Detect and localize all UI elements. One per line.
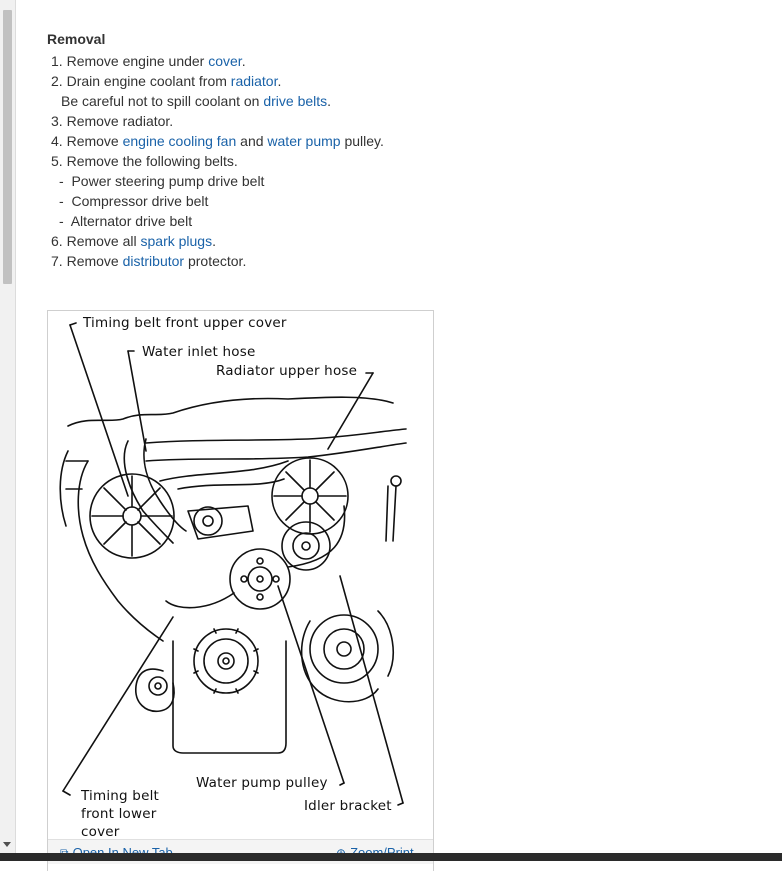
step-6: 6. Remove all spark plugs. bbox=[47, 231, 747, 251]
label-radiator-upper-hose: Radiator upper hose bbox=[216, 363, 358, 379]
label-timing-belt-upper-cover: Timing belt front upper cover bbox=[83, 315, 287, 331]
step-text: Drain engine coolant from bbox=[66, 73, 231, 89]
scrollbar-thumb[interactable] bbox=[3, 10, 12, 284]
link-distributor[interactable]: distributor bbox=[122, 253, 185, 269]
bottom-bar bbox=[0, 853, 782, 861]
label-timing-belt-lower-1: Timing belt bbox=[81, 788, 160, 804]
step-text-end: pulley. bbox=[340, 133, 384, 149]
step-7: 7. Remove distributor protector. bbox=[47, 251, 747, 271]
step-5: 5. Remove the following belts. bbox=[47, 151, 747, 171]
link-cover[interactable]: cover bbox=[208, 53, 242, 69]
step-number: 3. bbox=[51, 113, 63, 129]
note-text-end: . bbox=[327, 93, 332, 109]
belt-item-text: Alternator drive belt bbox=[70, 213, 193, 229]
link-engine-cooling-fan[interactable]: engine cooling fan bbox=[122, 133, 237, 149]
link-radiator[interactable]: radiator bbox=[230, 73, 278, 89]
belt-item: - Power steering pump drive belt bbox=[47, 171, 747, 191]
link-water-pump[interactable]: water pump bbox=[267, 133, 341, 149]
bullet-dash: - bbox=[59, 193, 64, 209]
step-text-middle: and bbox=[236, 133, 268, 149]
bullet-dash: - bbox=[59, 213, 64, 229]
scroll-down-arrow-icon[interactable] bbox=[3, 842, 11, 847]
step-text: Remove engine under bbox=[66, 53, 209, 69]
step-number: 5. bbox=[51, 153, 63, 169]
vertical-scrollbar[interactable] bbox=[0, 0, 16, 853]
step-2-note: Be careful not to spill coolant on drive… bbox=[47, 91, 747, 111]
link-spark-plugs[interactable]: spark plugs bbox=[140, 233, 213, 249]
belt-item-text: Power steering pump drive belt bbox=[71, 173, 265, 189]
engine-line-drawing bbox=[59, 322, 407, 806]
belt-item: - Compressor drive belt bbox=[47, 191, 747, 211]
step-number: 4. bbox=[51, 133, 63, 149]
bullet-dash: - bbox=[59, 173, 64, 189]
step-text: Remove bbox=[66, 133, 123, 149]
label-timing-belt-lower-2: front lower bbox=[81, 806, 157, 822]
step-text: Remove radiator. bbox=[66, 113, 174, 129]
link-drive-belts[interactable]: drive belts bbox=[263, 93, 328, 109]
label-timing-belt-lower-3: cover bbox=[81, 824, 120, 840]
step-text: Remove all bbox=[66, 233, 141, 249]
step-number: 1. bbox=[51, 53, 63, 69]
step-text-end: . bbox=[277, 73, 282, 89]
engine-diagram-figure[interactable]: Timing belt front upper cover Water inle… bbox=[47, 310, 434, 871]
step-2: 2. Drain engine coolant from radiator. bbox=[47, 71, 747, 91]
note-text: Be careful not to spill coolant on bbox=[61, 93, 264, 109]
step-text: Remove bbox=[66, 253, 123, 269]
label-water-inlet-hose: Water inlet hose bbox=[142, 344, 256, 360]
step-3: 3. Remove radiator. bbox=[47, 111, 747, 131]
belt-item-text: Compressor drive belt bbox=[71, 193, 209, 209]
step-number: 7. bbox=[51, 253, 63, 269]
step-1: 1. Remove engine under cover. bbox=[47, 51, 747, 71]
label-water-pump-pulley: Water pump pulley bbox=[196, 775, 328, 791]
step-text-end: . bbox=[212, 233, 216, 249]
step-number: 6. bbox=[51, 233, 63, 249]
step-number: 2. bbox=[51, 73, 63, 89]
step-4: 4. Remove engine cooling fan and water p… bbox=[47, 131, 747, 151]
belt-item: - Alternator drive belt bbox=[47, 211, 747, 231]
label-idler-bracket: Idler bracket bbox=[304, 798, 392, 814]
step-text-end: protector. bbox=[184, 253, 247, 269]
section-heading: Removal bbox=[47, 31, 106, 47]
step-text: Remove the following belts. bbox=[66, 153, 238, 169]
step-text-end: . bbox=[241, 53, 246, 69]
procedure-content: Removal 1. Remove engine under cover. 2.… bbox=[47, 30, 747, 271]
